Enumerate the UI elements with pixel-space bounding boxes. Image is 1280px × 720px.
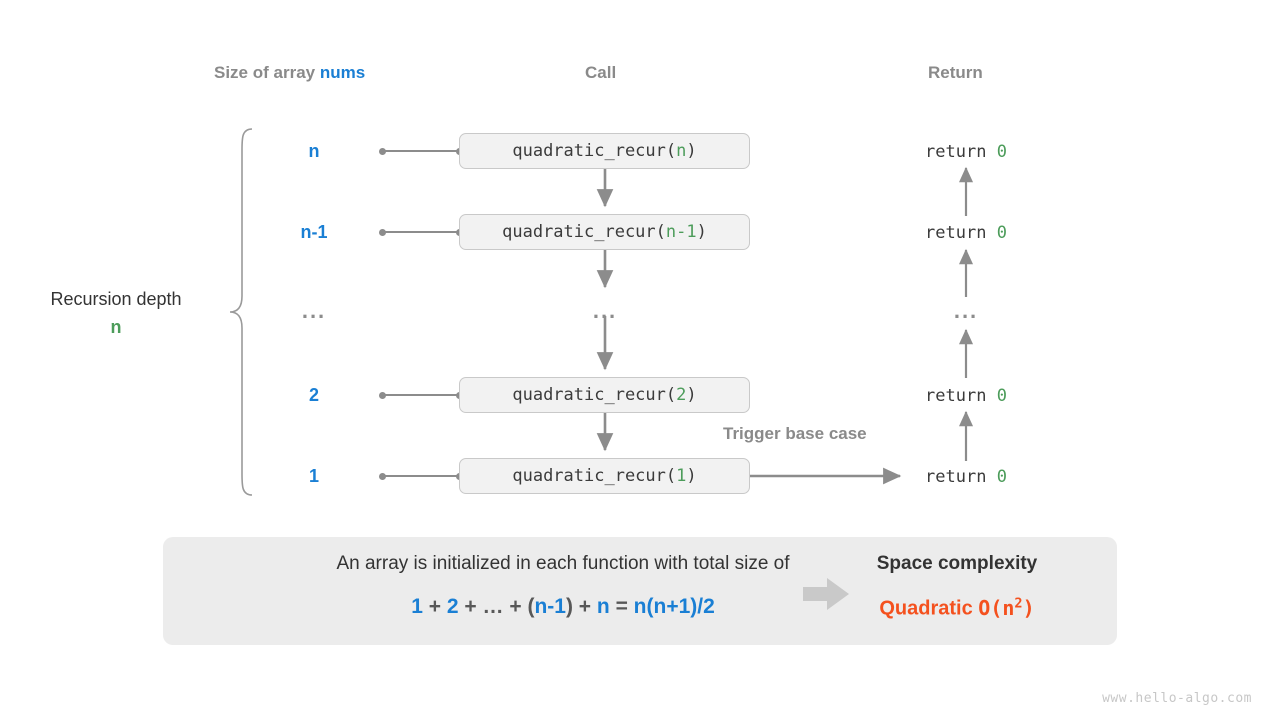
return-value-row-0: return 0	[866, 142, 1066, 162]
return-literal: 0	[996, 223, 1007, 243]
space-complexity-title: Space complexity	[876, 553, 1038, 574]
column-header-size: Size of array nums	[214, 63, 365, 83]
return-column-ellipsis: ...	[953, 298, 979, 323]
space-complexity-value: Quadratic O(n2)	[817, 595, 1097, 621]
column-header-return: Return	[928, 63, 983, 82]
size-value-row-0: n	[308, 141, 320, 161]
watermark: www.hello-algo.com	[1102, 691, 1252, 706]
call-column-ellipsis: ...	[592, 298, 618, 323]
formula-op-3: +	[509, 595, 522, 618]
call-box-arg: n	[676, 141, 687, 161]
formula-equals: =	[615, 595, 628, 618]
connector-line	[383, 231, 459, 233]
call-box-row-1[interactable]: quadratic_recur(n-1)	[459, 214, 750, 250]
formula-term-5: n	[596, 595, 610, 618]
formula-op-1: +	[428, 595, 441, 618]
call-box-suffix: )	[696, 222, 707, 242]
call-box-row-3[interactable]: quadratic_recur(2)	[459, 377, 750, 413]
connector-dot-left	[379, 228, 386, 236]
formula-paren-open: (	[527, 595, 535, 618]
return-literal: 0	[996, 386, 1007, 406]
return-keyword: return	[925, 223, 997, 243]
recursion-depth-label: Recursion depth n	[28, 286, 204, 342]
return-value-row-3: return 0	[866, 386, 1066, 406]
formula-term-2: 2	[446, 595, 459, 618]
connector-dot-left	[379, 147, 386, 155]
call-box-row-4[interactable]: quadratic_recur(1)	[459, 458, 750, 494]
return-literal: 0	[996, 467, 1007, 487]
connector-dot-left	[379, 391, 386, 399]
return-keyword: return	[925, 467, 997, 487]
formula-term-4: n-1	[534, 595, 566, 618]
recursion-depth-value: n	[110, 316, 122, 337]
return-literal: 0	[996, 142, 1007, 162]
call-box-suffix: )	[686, 141, 697, 161]
formula-result: n(n+1)/2	[633, 595, 715, 618]
connector-line	[383, 150, 459, 152]
complexity-notation-prefix: O(n	[978, 595, 1015, 620]
call-box-prefix: quadratic_recur(	[512, 466, 677, 486]
summary-description: An array is initialized in each function…	[336, 553, 790, 574]
call-box-row-0[interactable]: quadratic_recur(n)	[459, 133, 750, 169]
size-value-row-2-ellipsis: ...	[301, 298, 327, 323]
connector-row-1	[379, 227, 463, 237]
call-box-arg: 1	[676, 466, 687, 486]
formula-paren-close: )	[565, 595, 573, 618]
call-box-prefix: quadratic_recur(	[502, 222, 666, 242]
column-header-call: Call	[585, 63, 617, 82]
complexity-word: Quadratic	[879, 597, 973, 620]
size-value-row-3: 2	[308, 385, 319, 405]
column-header-size-code: nums	[319, 63, 366, 82]
complexity-notation-suffix: )	[1022, 595, 1035, 620]
formula-op-2: +	[464, 595, 477, 618]
trigger-base-case-label: Trigger base case	[723, 424, 867, 443]
summary-arrow-icon	[803, 578, 849, 610]
column-header-size-prefix: Size of array	[214, 63, 320, 82]
size-value-row-4: 1	[308, 466, 319, 486]
connector-row-3	[379, 390, 463, 400]
connector-row-4	[379, 471, 463, 481]
connector-row-0	[379, 146, 463, 156]
return-keyword: return	[925, 142, 997, 162]
formula-op-4: +	[578, 595, 592, 618]
connector-dot-left	[379, 472, 386, 480]
formula-ellipsis: …	[482, 595, 504, 618]
call-box-suffix: )	[686, 466, 697, 486]
call-box-prefix: quadratic_recur(	[512, 385, 677, 405]
call-box-arg: 2	[676, 385, 687, 405]
call-box-suffix: )	[686, 385, 697, 405]
recursion-depth-brace	[229, 128, 253, 496]
size-value-row-1: n-1	[300, 222, 328, 242]
return-keyword: return	[925, 386, 997, 406]
return-value-row-1: return 0	[866, 223, 1066, 243]
connector-line	[383, 394, 459, 396]
formula-term-1: 1	[411, 595, 423, 618]
recursion-depth-text: Recursion depth	[50, 289, 182, 309]
return-value-row-4: return 0	[866, 467, 1066, 487]
complexity-notation: O(n2)	[978, 595, 1035, 620]
complexity-exponent: 2	[1014, 595, 1023, 611]
summary-panel: An array is initialized in each function…	[163, 537, 1117, 645]
summary-formula: 1 + 2 + … + (n-1) + n = n(n+1)/2	[193, 595, 933, 619]
call-box-prefix: quadratic_recur(	[512, 141, 677, 161]
connector-line	[383, 475, 459, 477]
call-box-arg: n-1	[665, 222, 697, 242]
